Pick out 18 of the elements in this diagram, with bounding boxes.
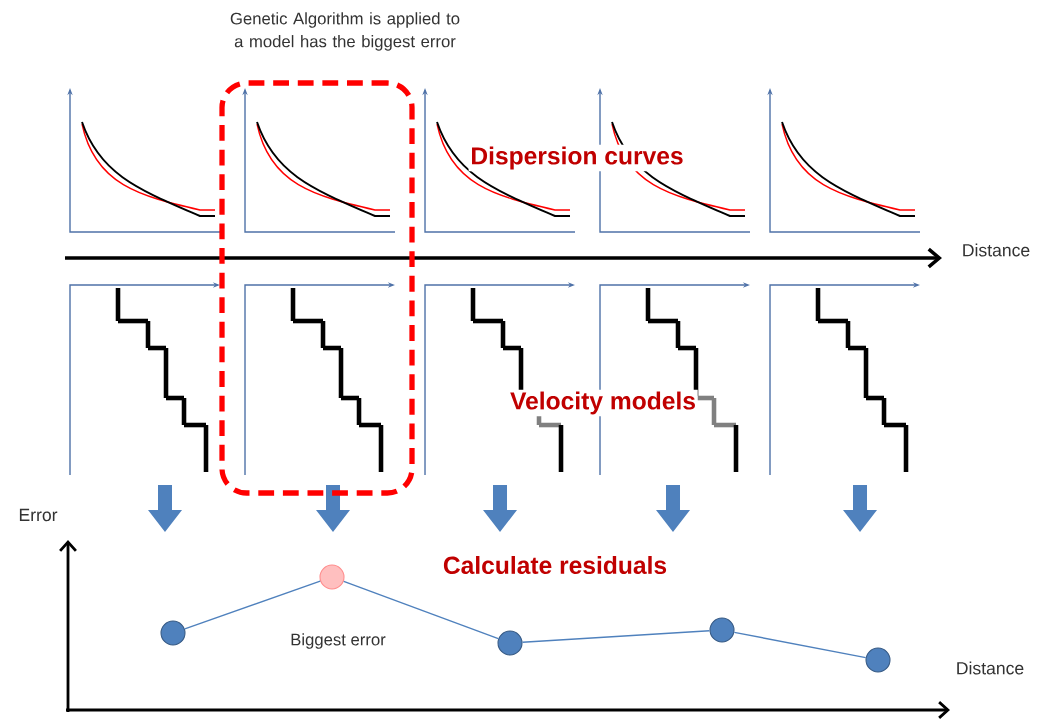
- line-segment: [521, 630, 711, 643]
- section-title: Velocity models: [508, 389, 698, 417]
- axis-label: Distance: [954, 659, 1026, 677]
- axis-label: Distance: [960, 241, 1032, 259]
- data-point: [319, 564, 345, 590]
- data-point: [497, 630, 523, 656]
- axis-label: Error: [16, 507, 60, 523]
- line-segment: [733, 631, 867, 659]
- section-title: Dispersion curves: [468, 144, 686, 172]
- section-title: Calculate residuals: [441, 554, 669, 576]
- data-point: [709, 617, 735, 643]
- data-point: [865, 647, 891, 673]
- point-caption: Biggest error: [291, 633, 386, 649]
- line-segment: [184, 580, 321, 630]
- highlight-box: Genetic Algorithm is applied to a model has the biggest error: [219, 12, 460, 496]
- data-point: [160, 620, 186, 646]
- line-segment: [343, 580, 499, 640]
- node-label: Genetic Algorithm is applied to a model has the biggest error: [230, 12, 460, 51]
